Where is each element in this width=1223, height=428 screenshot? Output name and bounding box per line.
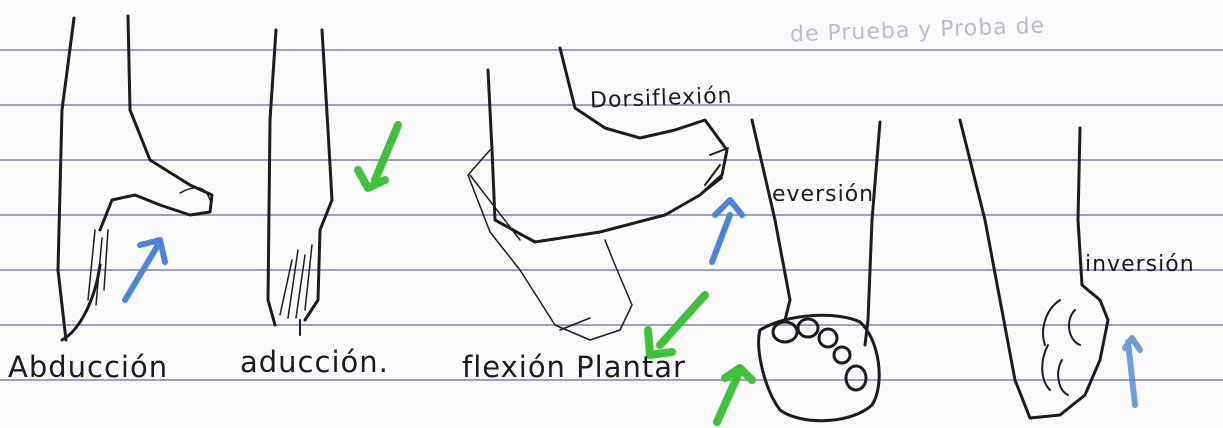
- eversion-foot-sketch: [752, 120, 880, 421]
- abduction-arrow-icon: [125, 240, 165, 300]
- dorsiflexion-label: Dorsiflexión: [590, 84, 733, 114]
- inversion-arrow-icon: [1125, 338, 1140, 405]
- inversion-label: inversión: [1085, 252, 1195, 277]
- adduction-foot-sketch: [268, 30, 332, 335]
- plantar-flexion-arrow-icon: [648, 295, 705, 355]
- adduction-label: aducción.: [240, 345, 389, 379]
- dorsiflexion-foot-sketch: [488, 48, 728, 242]
- adduction-arrow-icon: [358, 125, 398, 188]
- dorsiflexion-arrow-icon: [712, 200, 742, 262]
- plantar-flexion-label: flexión Plantar: [462, 350, 686, 384]
- eversion-label: eversión: [772, 182, 874, 207]
- abduction-label: Abducción: [8, 350, 168, 384]
- abduction-foot-sketch: [58, 16, 212, 340]
- eversion-arrow-icon: [717, 368, 752, 422]
